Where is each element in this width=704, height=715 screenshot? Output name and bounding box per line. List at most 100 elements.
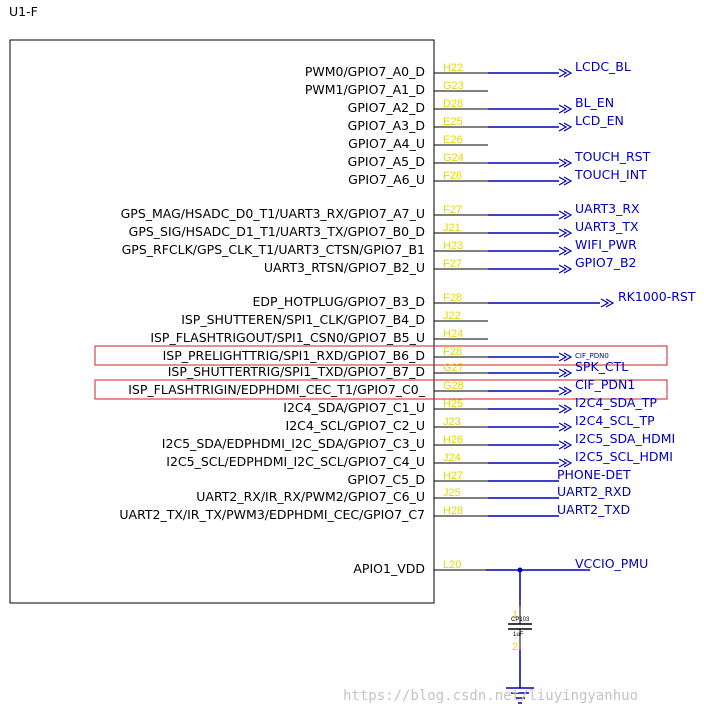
net-label: UART2_RXD	[557, 484, 631, 499]
arrow-chevron	[563, 404, 573, 414]
pin-name: GPIO7_A2_D	[348, 100, 425, 115]
arrow-chevron	[563, 210, 573, 220]
arrow-chevron	[558, 264, 568, 274]
pin-number: H24	[443, 328, 463, 340]
pin-number: H28	[443, 505, 463, 517]
arrow-chevron	[563, 440, 573, 450]
arrow-chevron	[558, 246, 568, 256]
pin-name: GPIO7_A5_D	[348, 154, 425, 169]
arrow-chevron	[600, 298, 610, 308]
net-label: WIFI_PWR	[575, 237, 637, 252]
net-label: I2C4_SCL_TP	[575, 413, 655, 428]
net-label: PHONE-DET	[557, 467, 631, 482]
pin-number: J25	[443, 487, 461, 499]
arrow-chevron	[563, 176, 573, 186]
arrow-chevron	[558, 228, 568, 238]
pin-name: I2C4_SDA/GPIO7_C1_U	[283, 400, 425, 415]
pin-number: H27	[443, 470, 463, 482]
arrow-chevron	[563, 386, 573, 396]
pin-name: UART2_TX/IR_TX/PWM3/EDPHDMI_CEC/GPIO7_C7	[119, 507, 425, 522]
arrow-chevron	[558, 68, 568, 78]
net-label: TOUCH_INT	[574, 167, 647, 182]
net-label: LCDC_BL	[575, 59, 631, 74]
pin-number: F27	[443, 258, 462, 270]
arrow-chevron	[563, 68, 573, 78]
pin-name: EDP_HOTPLUG/GPIO7_B3_D	[253, 294, 425, 309]
power-pin: APIO1_VDD L20 VCCIO_PMU 1 CP103 1uF 2	[353, 556, 648, 704]
net-label: I2C5_SCL_HDMI	[575, 449, 673, 464]
pin-name: ISP_FLASHTRIGOUT/SPI1_CSN0/GPIO7_B5_U	[150, 330, 425, 345]
pin-name: GPIO7_C5_D	[347, 472, 425, 487]
pin-name: GPIO7_A6_U	[348, 172, 425, 187]
pin-name: I2C5_SDA/EDPHDMI_I2C_SDA/GPIO7_C3_U	[162, 436, 425, 451]
pin-number: F28	[443, 292, 462, 304]
pin-name: PWM0/GPIO7_A0_D	[305, 64, 425, 79]
net-label: SPK_CTL	[575, 359, 628, 374]
pin-row: GPIO7_A3_D E25 LCD_EN	[348, 113, 624, 133]
highlight-box	[94, 379, 668, 400]
cap-pin2: 2	[512, 641, 518, 653]
arrow-chevron	[563, 264, 573, 274]
component-title: U1-F	[9, 4, 38, 19]
pin-number: F27	[443, 204, 462, 216]
pin-row: GPS_RFCLK/GPS_CLK_T1/UART3_CTSN/GPIO7_B1…	[122, 237, 637, 257]
arrow-chevron	[558, 368, 568, 378]
pin-name: I2C5_SCL/EDPHDMI_I2C_SCL/GPIO7_C4_U	[166, 454, 425, 469]
power-pin-number: L20	[443, 559, 461, 571]
cap-pin1: 1	[512, 609, 518, 621]
pin-name: GPS_SIG/HSADC_D1_T1/UART3_TX/GPIO7_B0_D	[129, 224, 425, 239]
pin-row: GPIO7_A6_U F26 TOUCH_INT	[348, 167, 647, 187]
pin-row: ISP_FLASHTRIGIN/EDPHDMI_CEC_T1/GPIO7_C0_…	[94, 377, 668, 400]
arrow-chevron	[563, 458, 573, 468]
net-label: UART3_RX	[575, 201, 640, 216]
pin-row: GPIO7_C5_D H27 PHONE-DET	[347, 467, 631, 487]
arrow-chevron	[558, 210, 568, 220]
arrow-chevron	[563, 158, 573, 168]
pin-number: F26	[443, 170, 462, 182]
pin-name: GPIO7_A4_U	[348, 136, 425, 151]
pin-name: I2C4_SCL/GPIO7_C2_U	[286, 418, 425, 433]
arrow-chevron	[558, 386, 568, 396]
pin-row: EDP_HOTPLUG/GPIO7_B3_D F28 RK1000-RST	[253, 289, 696, 309]
power-pin-name: APIO1_VDD	[353, 561, 425, 576]
arrow-chevron	[558, 458, 568, 468]
pin-number: D28	[443, 98, 463, 110]
arrow-chevron	[563, 368, 573, 378]
pin-number: H26	[443, 434, 463, 446]
net-label: RK1000-RST	[618, 289, 696, 304]
pin-row: GPIO7_A2_D D28 BL_EN	[348, 95, 614, 115]
pin-number: E26	[443, 134, 463, 146]
pin-number: J21	[443, 222, 461, 234]
arrow-chevron	[558, 404, 568, 414]
arrow-chevron	[563, 104, 573, 114]
cap-value: 1uF	[513, 632, 524, 638]
pin-row: GPS_SIG/HSADC_D1_T1/UART3_TX/GPIO7_B0_D J…	[129, 219, 639, 239]
pin-number: J23	[443, 416, 461, 428]
net-label: I2C4_SDA_TP	[575, 395, 657, 410]
arrow-chevron	[605, 298, 615, 308]
pin-row: ISP_FLASHTRIGOUT/SPI1_CSN0/GPIO7_B5_U H24	[150, 328, 488, 345]
net-label: LCD_EN	[575, 113, 624, 128]
pin-name: GPIO7_A3_D	[348, 118, 425, 133]
arrow-chevron	[558, 104, 568, 114]
net-label: BL_EN	[575, 95, 614, 110]
net-label: TOUCH_RST	[574, 149, 651, 164]
pin-number: G23	[443, 80, 464, 92]
net-label: UART3_TX	[575, 219, 639, 234]
pin-row: GPIO7_A4_U E26	[348, 134, 488, 151]
pin-name: ISP_SHUTTEREN/SPI1_CLK/GPIO7_B4_D	[181, 312, 425, 327]
pin-number: E25	[443, 116, 463, 128]
arrow-chevron	[563, 122, 573, 132]
pin-row: I2C4_SCL/GPIO7_C2_U J23 I2C4_SCL_TP	[286, 413, 656, 433]
pin-name: GPS_RFCLK/GPS_CLK_T1/UART3_CTSN/GPIO7_B1	[122, 242, 425, 257]
